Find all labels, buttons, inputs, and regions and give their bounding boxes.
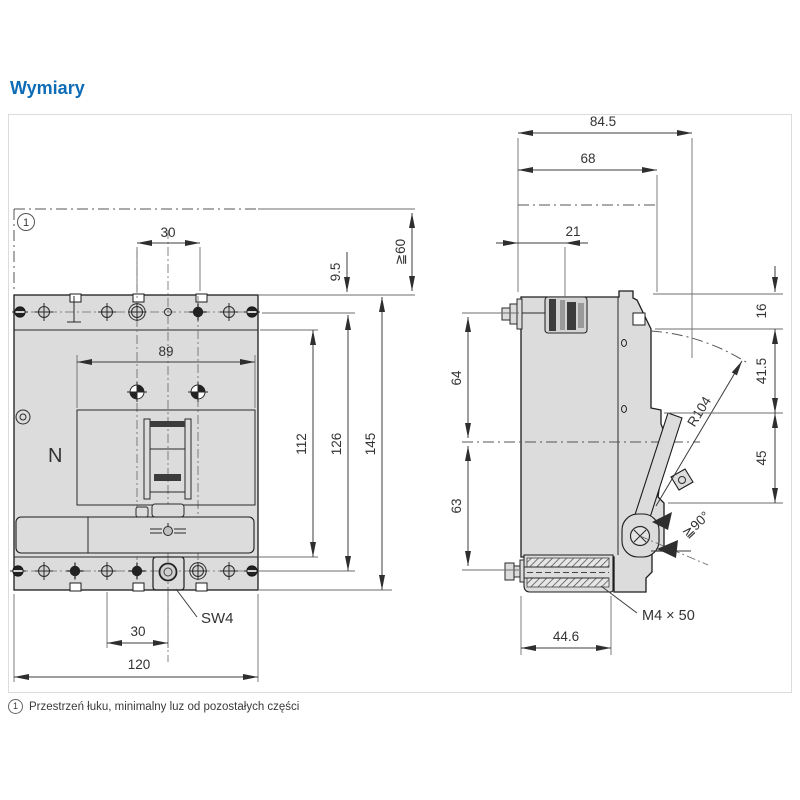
- dim-base-depth: 44.6: [553, 629, 579, 644]
- footnote-marker: 1: [8, 699, 23, 714]
- side-view-dimensions: 84.5 68 21 64 63 16 41.5 45: [449, 114, 783, 655]
- footnote: 1 Przestrzeń łuku, minimalny luz od pozo…: [8, 699, 299, 714]
- dim-upper-half: 64: [449, 370, 464, 386]
- sw4-screw: [158, 562, 178, 582]
- bottom-terminal-screws: [9, 556, 261, 591]
- toggle-handle: [143, 418, 192, 500]
- dim-total-width: 120: [128, 657, 151, 672]
- dim-case-depth: 68: [580, 151, 595, 166]
- top-terminal-screws: [11, 302, 261, 322]
- m4-screw-label: M4 × 50: [642, 608, 695, 624]
- dim-top-step: 16: [754, 303, 769, 318]
- figure-frame: [8, 114, 792, 693]
- dim-arc-space: ≧60: [393, 239, 408, 265]
- handle-travel-arc: [650, 330, 750, 365]
- front-view: 1: [9, 208, 415, 662]
- page-title: Wymiary: [10, 78, 85, 98]
- operating-handle: [621, 412, 694, 558]
- footnote-text: Przestrzeń łuku, minimalny luz od pozost…: [29, 700, 300, 713]
- dim-mounting-height: 126: [329, 433, 344, 456]
- neutral-pole-label: N: [48, 445, 62, 467]
- dim-hole-offset: 9.5: [328, 263, 343, 282]
- dim-pole-pitch-bottom: 30: [130, 624, 145, 639]
- earth-symbol: [15, 409, 31, 425]
- dim-body-height: 112: [294, 433, 309, 455]
- dim-lower-half: 63: [449, 498, 464, 513]
- base-screw-channel: [504, 554, 614, 593]
- callout-circle: [17, 213, 35, 231]
- dim-total-height: 145: [363, 433, 378, 456]
- m4-leader: [600, 585, 638, 614]
- dim-handle-radius: R104: [684, 394, 714, 430]
- accessory-cover: [15, 516, 255, 554]
- callout-number: 1: [23, 217, 29, 229]
- sw4-label: SW4: [201, 610, 234, 627]
- dim-handle-angle: ≧90°: [679, 508, 712, 541]
- side-terminal-top: [501, 296, 588, 334]
- dim-panel-width: 89: [158, 344, 173, 359]
- dim-terminal-offset: 21: [565, 224, 580, 239]
- front-view-dimensions: 30 9.5 ≧60 89 112 126 145 30: [13, 213, 415, 682]
- dim-pole-pitch-top: 30: [160, 225, 175, 240]
- dim-total-depth: 84.5: [590, 114, 616, 129]
- side-view: R104 ≧90° M4 × 50: [462, 290, 750, 624]
- dim-handle-zone: 41.5: [754, 358, 769, 384]
- sw4-leader: [175, 588, 198, 618]
- dim-handle-swing: 45: [754, 450, 769, 465]
